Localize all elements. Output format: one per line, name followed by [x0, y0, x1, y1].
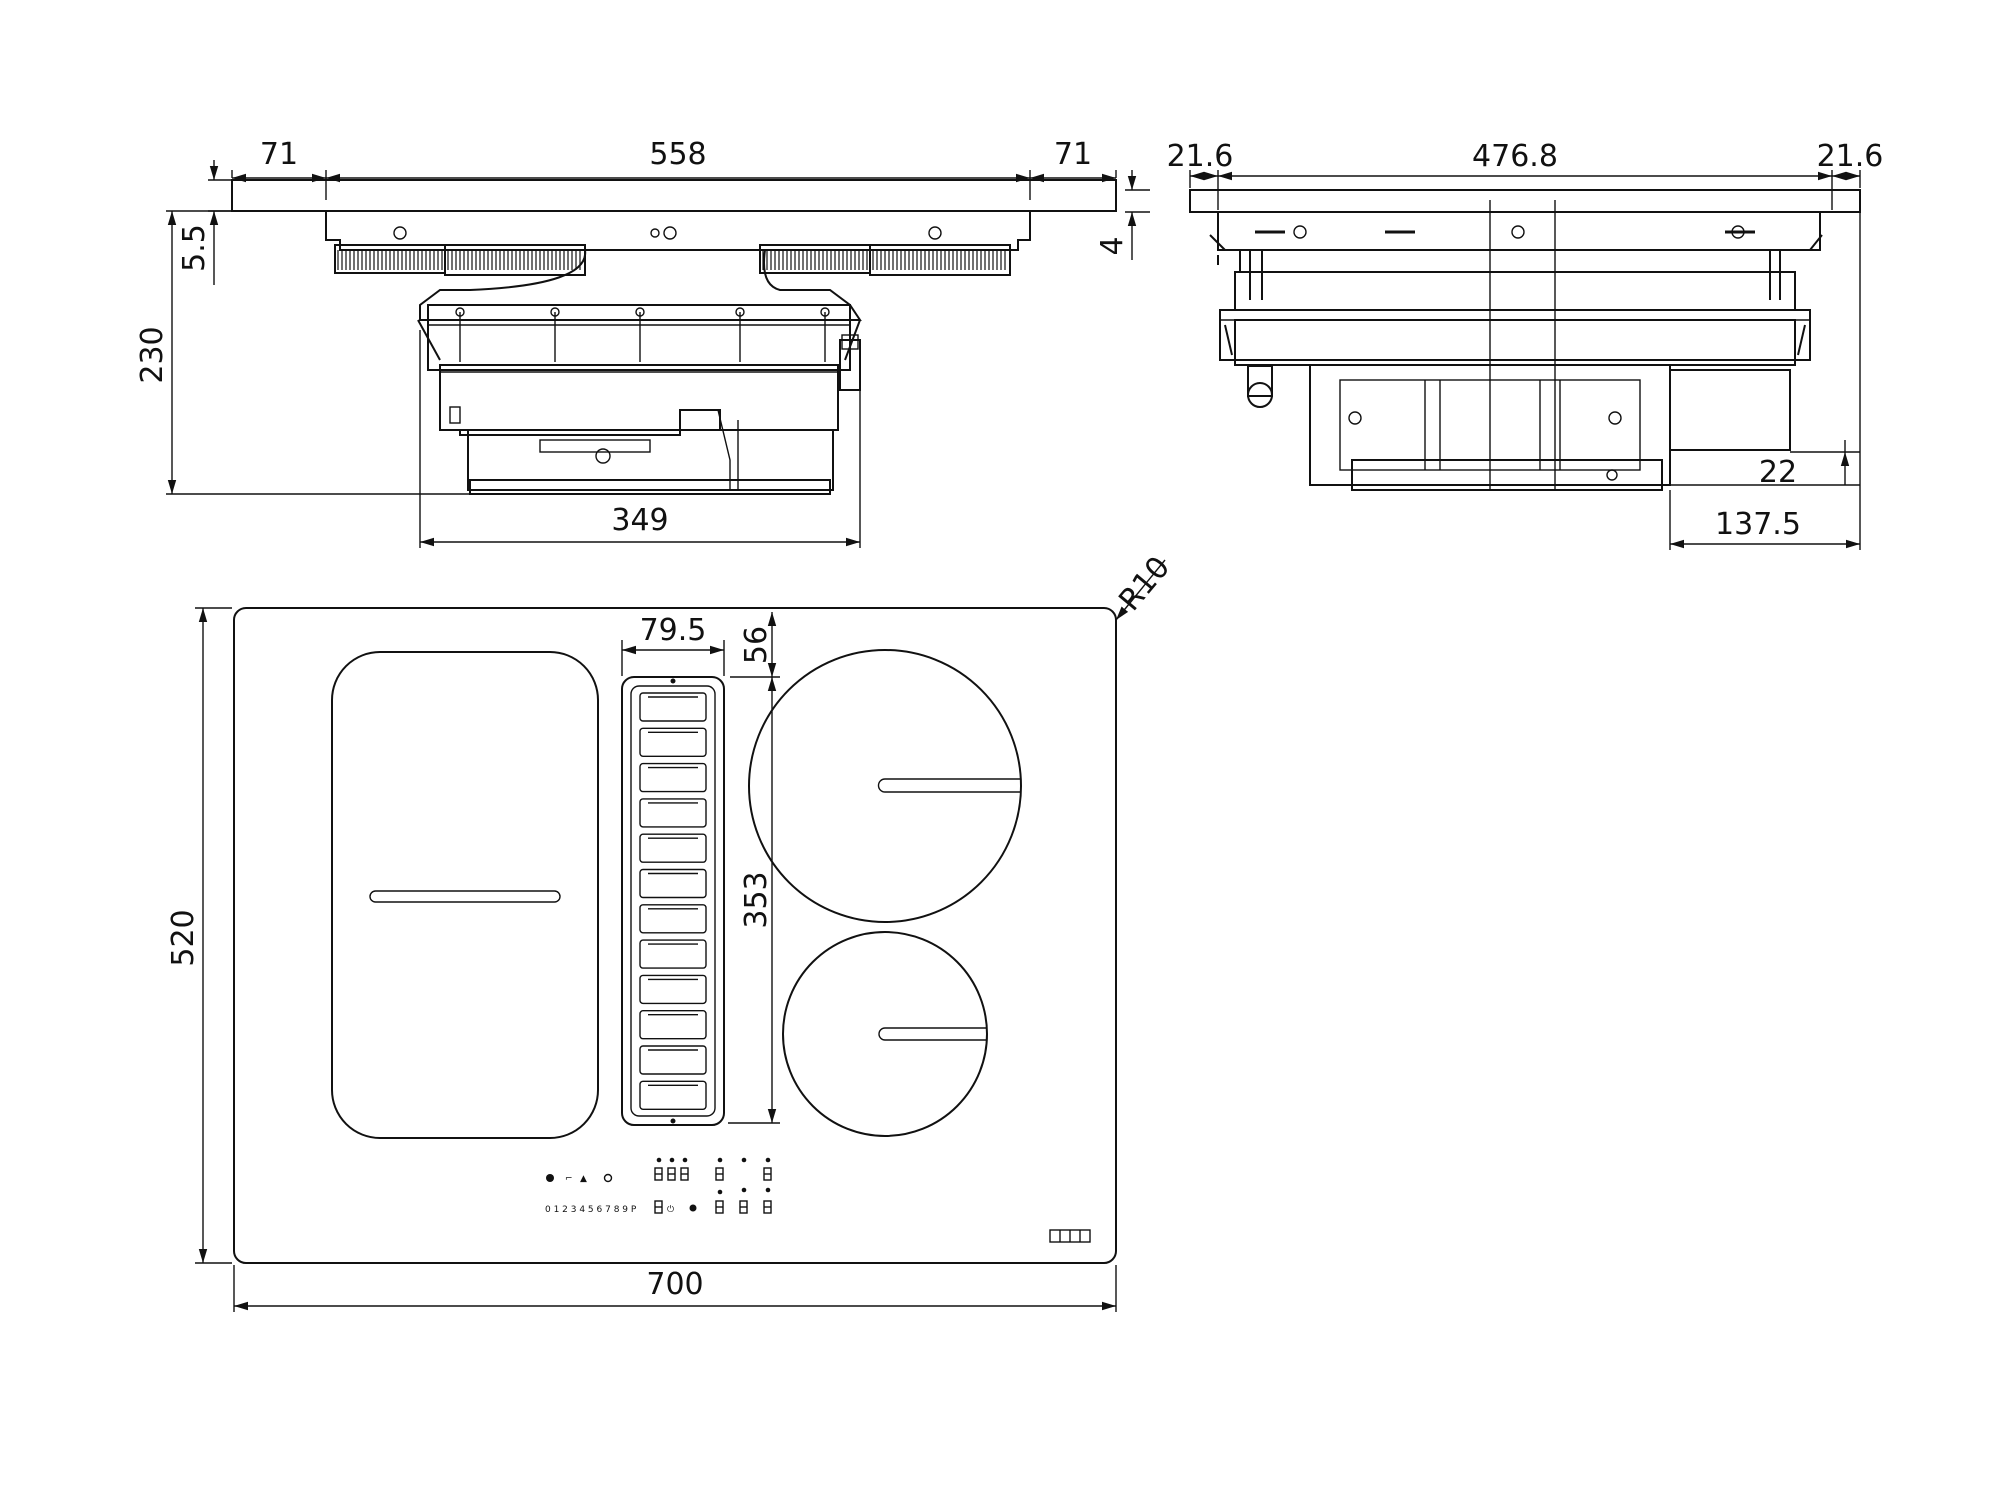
front-motor-body-lower: [467, 429, 834, 491]
side-body-band: [1219, 309, 1811, 361]
dim-side-bottom-offset: 22: [1759, 455, 1797, 490]
power-level-slider: 0 1 2 3 4 5 6 7 8 9 P: [545, 1205, 637, 1215]
dim-front-width-right: 71: [1054, 137, 1092, 172]
dim-front-glass-thickness: 5.5: [177, 224, 212, 272]
touch-key: [656, 1157, 662, 1163]
touch-key: [741, 1157, 747, 1163]
vent-slot: [639, 1010, 707, 1040]
vent-grille: [621, 676, 725, 1126]
touch-key: [669, 1157, 675, 1163]
cooking-zone-flex: [331, 651, 599, 1139]
front-motor-body-middle: [439, 364, 839, 431]
dim-top-vent-offset: 56: [739, 626, 774, 664]
cooking-zone-small: [782, 931, 988, 1137]
dim-top-total-depth: 520: [166, 909, 201, 966]
vent-slot: [639, 868, 707, 899]
dim-front-body-width: 349: [611, 503, 668, 538]
top-dimensions: R10 520 700 79.5 56 353: [166, 550, 1177, 1312]
front-fan-housing: [419, 249, 862, 321]
cooking-zone-large: [748, 649, 1022, 923]
vent-slot: [639, 1045, 707, 1075]
front-glass-plate: [231, 179, 1117, 212]
vent-slots: [639, 692, 707, 1111]
dim-front-width-left: 71: [260, 137, 298, 172]
lock-icon: ⌐: [565, 1174, 573, 1184]
side-glass-plate: [1189, 189, 1861, 213]
side-body-upper: [1234, 271, 1796, 311]
touch-key: [741, 1187, 747, 1193]
vent-slot: [639, 762, 707, 793]
front-coil-left: [334, 244, 586, 276]
dim-top-corner-radius: R10: [1112, 550, 1177, 618]
dim-side-depth-left: 21.6: [1167, 139, 1234, 174]
front-view: [231, 179, 1117, 495]
control-panel: ⌐ ▲ 0 1 2 3 4 5 6 7 8 9 P ⏻: [545, 1157, 1091, 1243]
front-frame: [325, 211, 1031, 251]
minus-icon: [689, 1204, 697, 1212]
pause-icon: [603, 1173, 613, 1183]
touch-key: [717, 1189, 723, 1195]
side-inlet-knob: [1247, 382, 1273, 408]
dim-front-total-height: 230: [135, 326, 170, 383]
side-view: [1189, 189, 1861, 491]
timer-icon: [546, 1174, 554, 1182]
top-view: ⌐ ▲ 0 1 2 3 4 5 6 7 8 9 P ⏻: [233, 607, 1117, 1264]
vent-slot: [639, 833, 707, 863]
touch-key: [682, 1157, 688, 1163]
vent-slot: [639, 798, 707, 828]
power-button-icon: ⏻: [667, 1204, 674, 1215]
dim-side-glass-thickness: 4: [1095, 236, 1130, 255]
top-glass-outline: [233, 607, 1117, 1264]
vent-slot: [639, 727, 707, 757]
dim-side-rear-offset: 137.5: [1715, 507, 1801, 542]
panel-digit-displays: [654, 1157, 772, 1214]
vent-slot: [639, 974, 707, 1005]
touch-key: [765, 1157, 771, 1163]
touch-key: [717, 1157, 723, 1163]
touch-key: [765, 1187, 771, 1193]
front-coil-right: [759, 244, 1011, 276]
vent-slot: [639, 1080, 707, 1111]
front-motor-body-upper: [427, 304, 851, 371]
boost-icon: ▲: [580, 1174, 587, 1184]
dim-top-vent-width: 79.5: [640, 613, 707, 648]
vent-slot: [639, 692, 707, 722]
dim-top-total-width: 700: [646, 1267, 703, 1302]
dim-side-depth-right: 21.6: [1817, 139, 1884, 174]
front-dimensions: 71 558 71 5.5 230 349: [135, 137, 1117, 548]
dim-side-depth-center: 476.8: [1472, 139, 1558, 174]
side-body-lower: [1234, 319, 1796, 366]
vent-slot: [639, 904, 707, 934]
vent-slot: [639, 939, 707, 969]
dim-top-vent-length: 353: [739, 871, 774, 928]
side-dimensions: 21.6 476.8 21.6 4 22 137.5: [1095, 139, 1883, 550]
dim-front-width-center: 558: [649, 137, 706, 172]
